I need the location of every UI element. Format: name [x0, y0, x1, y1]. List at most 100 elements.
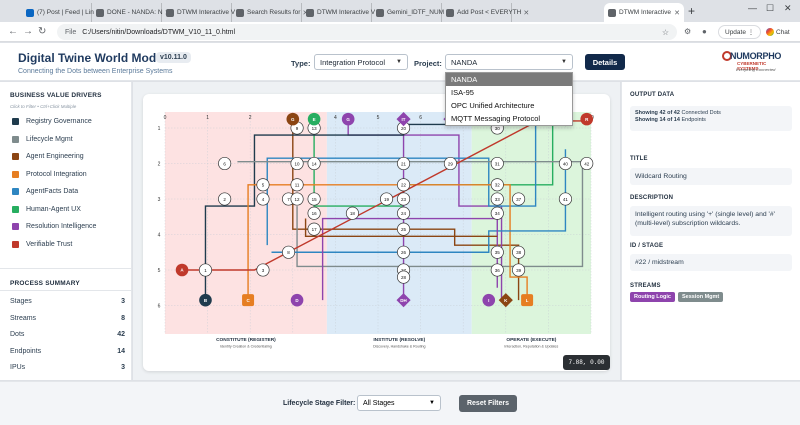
project-select[interactable]: NANDA▼: [445, 54, 573, 70]
new-tab-icon[interactable]: +: [688, 4, 696, 18]
connected-dot[interactable]: 12: [290, 192, 304, 206]
connected-dot[interactable]: 10: [290, 156, 304, 171]
endpoint-node[interactable]: B: [199, 293, 212, 307]
connected-dot[interactable]: 6: [218, 156, 232, 171]
project-option[interactable]: NANDA: [446, 73, 572, 86]
endpoint-node[interactable]: L: [521, 294, 534, 307]
connected-dot[interactable]: 14: [307, 156, 321, 171]
connected-dot[interactable]: 4: [256, 192, 270, 206]
connected-dot[interactable]: 24: [397, 206, 411, 220]
connected-dot[interactable]: 40: [558, 156, 572, 171]
endpoint-node[interactable]: DH: [396, 293, 411, 308]
connected-dot[interactable]: 41: [558, 192, 572, 206]
close-window-icon[interactable]: ✕: [784, 3, 792, 13]
endpoint-node[interactable]: G: [341, 112, 355, 126]
connected-dot[interactable]: 42: [580, 156, 594, 171]
connected-dot[interactable]: 16: [307, 206, 321, 220]
endpoint-node[interactable]: IT: [396, 112, 411, 127]
browser-tab[interactable]: Search Results for✕: [232, 3, 308, 22]
browser-tab[interactable]: (7) Post | Feed | Lin✕: [22, 3, 102, 22]
type-select[interactable]: Integration Protocol▼: [314, 54, 408, 70]
stream-chip[interactable]: Session Mgmt: [677, 292, 724, 302]
browser-tab[interactable]: Add Post < EVERYTH✕: [442, 3, 529, 22]
browser-tab[interactable]: DTWM Interactive V✕: [302, 3, 383, 22]
connected-dot[interactable]: 39: [512, 263, 526, 277]
driver-item[interactable]: Agent Engineering: [12, 153, 84, 160]
connected-dot[interactable]: 29: [443, 156, 457, 171]
browser-tab[interactable]: DONE - NANDA: N✕: [92, 3, 171, 22]
connected-dot[interactable]: 5: [256, 178, 270, 192]
close-tab-icon[interactable]: ✕: [674, 9, 680, 17]
connected-dot[interactable]: 3: [256, 263, 270, 277]
close-tab-icon[interactable]: ✕: [302, 9, 308, 17]
world-model-diagram[interactable]: 0123456789101234561234567891011121314151…: [143, 94, 610, 371]
connected-dot[interactable]: 15: [307, 192, 321, 206]
connected-dot[interactable]: 19: [379, 192, 394, 206]
connected-dot[interactable]: 35: [490, 245, 504, 259]
connected-dot[interactable]: 21: [397, 156, 411, 171]
connected-dot[interactable]: 26: [397, 245, 411, 259]
driver-swatch: [12, 223, 19, 230]
driver-label: Verifiable Trust: [26, 240, 73, 248]
project-option[interactable]: ISA-95: [451, 88, 474, 97]
connected-dot[interactable]: 32: [490, 178, 504, 192]
profile-avatar-icon[interactable]: ●: [702, 27, 707, 36]
endpoint-node[interactable]: I: [482, 293, 496, 307]
dot-circle: [558, 156, 572, 171]
driver-item[interactable]: Resolution Intelligence: [12, 223, 96, 230]
address-bar[interactable]: File C:/Users/nitin/Downloads/DTWM_V10_1…: [57, 24, 677, 40]
connected-dot[interactable]: 11: [290, 178, 304, 192]
bookmark-star-icon[interactable]: ☆: [661, 27, 669, 37]
maximize-icon[interactable]: ☐: [766, 3, 775, 13]
stage-filter-select[interactable]: All Stages▼: [357, 395, 441, 411]
minimize-icon[interactable]: —: [748, 3, 757, 13]
connected-dot[interactable]: 38: [512, 245, 526, 259]
endpoint-node[interactable]: A: [175, 263, 189, 277]
back-icon[interactable]: ←: [8, 26, 18, 37]
connected-dot[interactable]: 25: [397, 222, 411, 236]
driver-item[interactable]: AgentFacts Data: [12, 188, 78, 195]
driver-item[interactable]: Verifiable Trust: [12, 240, 73, 248]
driver-item[interactable]: Lifecycle Mgmt: [12, 135, 73, 143]
project-option[interactable]: MQTT Messaging Protocol: [451, 114, 541, 123]
connected-dot[interactable]: 18: [345, 206, 359, 220]
connected-dot[interactable]: 2: [218, 192, 232, 206]
project-option[interactable]: OPC Unified Architecture: [451, 101, 535, 110]
connected-dot[interactable]: 28: [397, 270, 411, 284]
stream-chip[interactable]: Routing Logic: [630, 292, 675, 302]
close-tab-icon[interactable]: ✕: [523, 9, 530, 17]
address-url: C:/Users/nitin/Downloads/DTWM_V10_11_0.h…: [82, 28, 236, 36]
connected-dot[interactable]: 36: [490, 263, 504, 277]
endpoint-node[interactable]: C: [242, 294, 255, 307]
connected-dot[interactable]: 33: [490, 192, 504, 206]
extension-icon[interactable]: ⚙: [684, 27, 692, 36]
connected-dot[interactable]: 34: [490, 206, 504, 220]
connected-dot[interactable]: 8: [281, 245, 296, 259]
endpoint-node[interactable]: E: [307, 112, 321, 126]
browser-tab-active[interactable]: DTWM Interactive✕: [604, 3, 684, 22]
dot-circle: [397, 192, 411, 206]
endpoint-node[interactable]: D: [290, 293, 304, 307]
endpoint-node[interactable]: G: [286, 112, 300, 126]
connected-dot[interactable]: 17: [307, 222, 321, 236]
summary-label: Dots: [10, 331, 25, 338]
connected-dot[interactable]: 23: [397, 192, 411, 206]
endpoint-node[interactable]: R: [580, 112, 594, 126]
connected-dot[interactable]: 22: [397, 178, 411, 192]
driver-item[interactable]: Human-Agent UX: [12, 205, 81, 213]
reset-filters-button[interactable]: Reset Filters: [459, 395, 517, 412]
details-button[interactable]: Details: [585, 54, 625, 70]
connected-dot[interactable]: 31: [490, 156, 504, 171]
update-button[interactable]: Update ⋮: [718, 25, 762, 39]
dot-label: 29: [448, 161, 454, 166]
chat-button[interactable]: Chat: [762, 25, 794, 39]
endpoint-node[interactable]: K: [498, 293, 513, 308]
driver-item[interactable]: Protocol Integration: [12, 170, 87, 178]
driver-item[interactable]: Registry Governance: [12, 118, 92, 125]
browser-tab[interactable]: Gemini_IDTF_NUM✕: [372, 3, 452, 22]
connected-dot[interactable]: 37: [512, 192, 526, 206]
forward-icon[interactable]: →: [23, 26, 33, 37]
connected-dot[interactable]: 1: [198, 263, 213, 277]
browser-tab[interactable]: DTWM Interactive V✕: [162, 3, 243, 22]
reload-icon[interactable]: ↻: [38, 26, 47, 37]
